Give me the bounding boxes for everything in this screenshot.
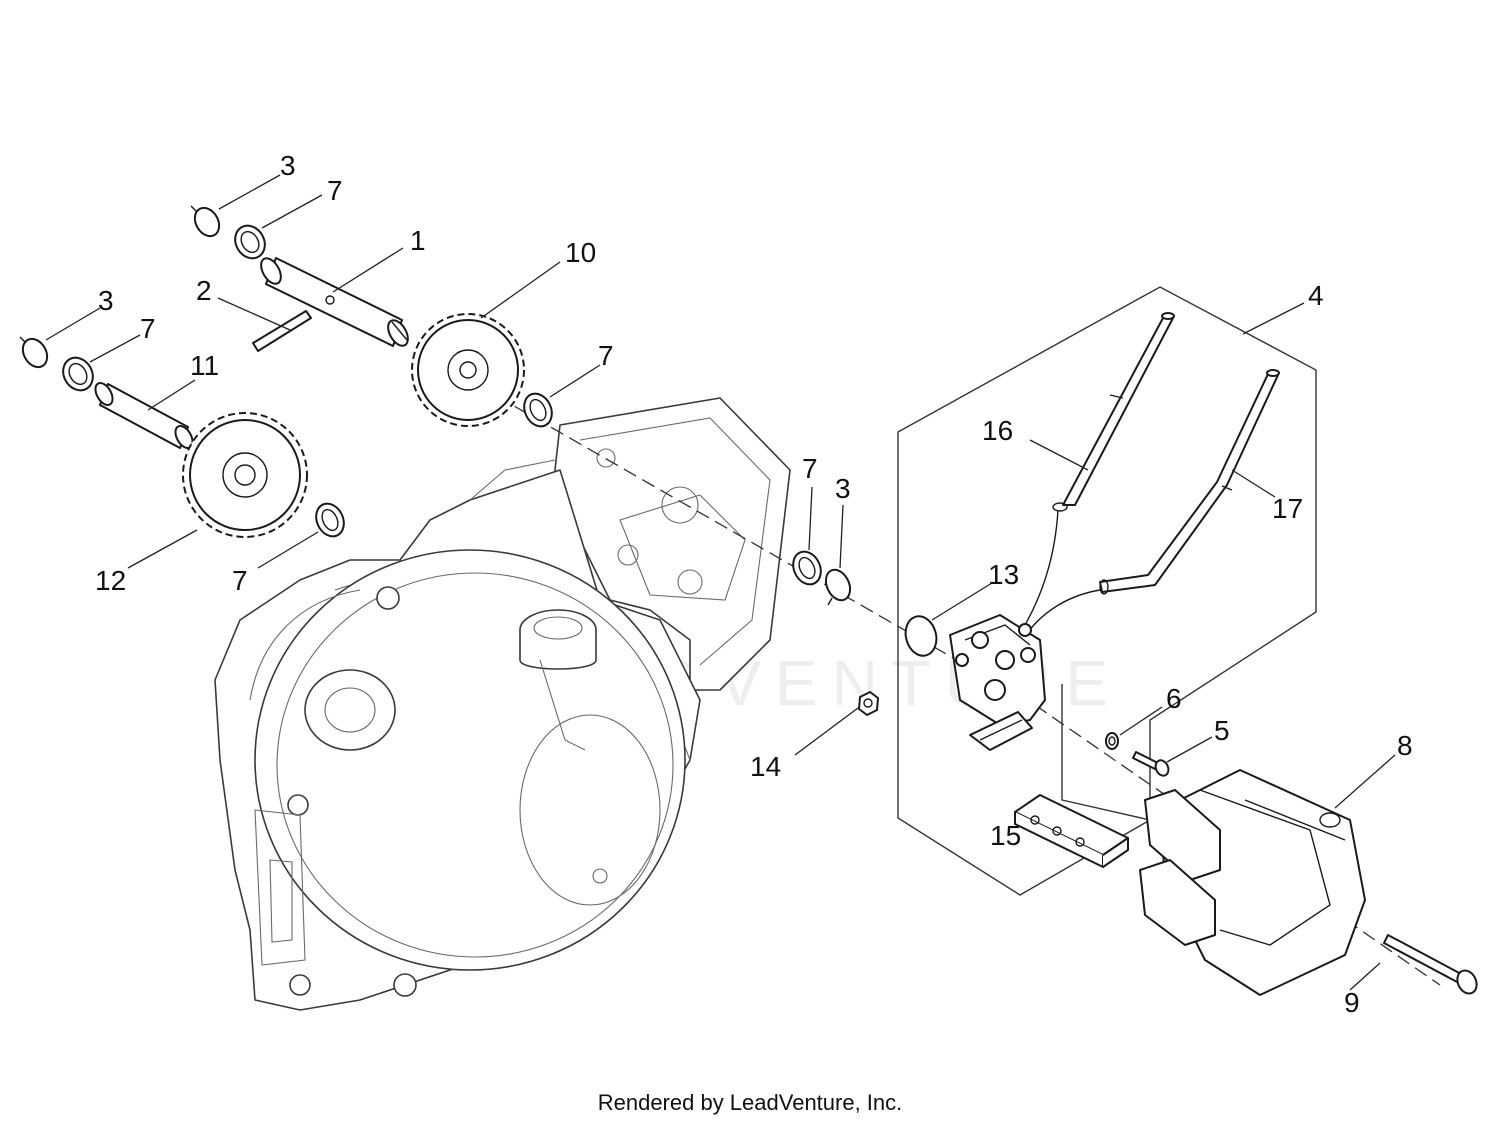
- washer-gear-12: [315, 502, 345, 538]
- tube-17: [1099, 369, 1280, 595]
- pin-2: [252, 310, 312, 352]
- circlip-top: [190, 205, 221, 238]
- kit-inner-outline: [1061, 684, 1151, 821]
- callout-17: 17: [1272, 493, 1303, 524]
- bolt-5: [1132, 751, 1170, 777]
- gear-10: [411, 313, 525, 427]
- pump-wire-a: [1021, 509, 1059, 631]
- shaft-1: [260, 257, 409, 347]
- callout-12: 12: [95, 565, 126, 596]
- callout-6: 6: [1166, 683, 1182, 714]
- callout-2: 2: [196, 275, 212, 306]
- washer-left: [62, 356, 94, 392]
- nut-14: [858, 691, 879, 716]
- oring-13: [904, 615, 938, 657]
- washer-top: [234, 224, 266, 260]
- oil-pump: [949, 614, 1046, 751]
- callout-3-middle: 3: [835, 473, 851, 504]
- tube-16: [1052, 312, 1175, 512]
- callout-11: 11: [190, 350, 219, 381]
- callout-10: 10: [565, 237, 596, 268]
- engine-cover: [214, 397, 791, 1011]
- leader-lines: [45, 174, 1396, 991]
- assembly-axis-cover: [1034, 704, 1441, 986]
- footer-credit: Rendered by LeadVenture, Inc.: [597, 1090, 903, 1115]
- callout-7-top: 7: [327, 175, 343, 206]
- callout-5: 5: [1214, 715, 1230, 746]
- circlip-left: [19, 336, 49, 369]
- kit-outline-4: [897, 286, 1317, 896]
- callout-15: 15: [990, 820, 1021, 851]
- assembly-axis-main: [459, 374, 1036, 706]
- shaft-11: [94, 382, 194, 449]
- callout-16: 16: [982, 415, 1013, 446]
- callout-1: 1: [410, 225, 426, 256]
- washer-6: [1105, 732, 1119, 750]
- callout-7-bottom: 7: [232, 565, 248, 596]
- callout-13: 13: [988, 559, 1019, 590]
- callout-3-top: 3: [280, 150, 296, 181]
- washer-middle: [792, 550, 822, 586]
- bolt-9: [1383, 934, 1478, 995]
- circlip-middle: [824, 568, 852, 606]
- pump-cover-8: [1139, 769, 1366, 996]
- washer-gear-10: [523, 392, 553, 428]
- callout-7-middle: 7: [802, 453, 818, 484]
- callout-14: 14: [750, 751, 781, 782]
- pump-wire-b: [1027, 589, 1101, 633]
- callout-3-left: 3: [98, 285, 114, 316]
- callout-7-left: 7: [140, 313, 156, 344]
- gear-12: [182, 412, 308, 538]
- callout-4: 4: [1308, 280, 1324, 311]
- callout-9: 9: [1344, 987, 1360, 1018]
- callout-7-gear: 7: [598, 340, 614, 371]
- plate-15: [1014, 794, 1129, 868]
- callout-8: 8: [1397, 730, 1413, 761]
